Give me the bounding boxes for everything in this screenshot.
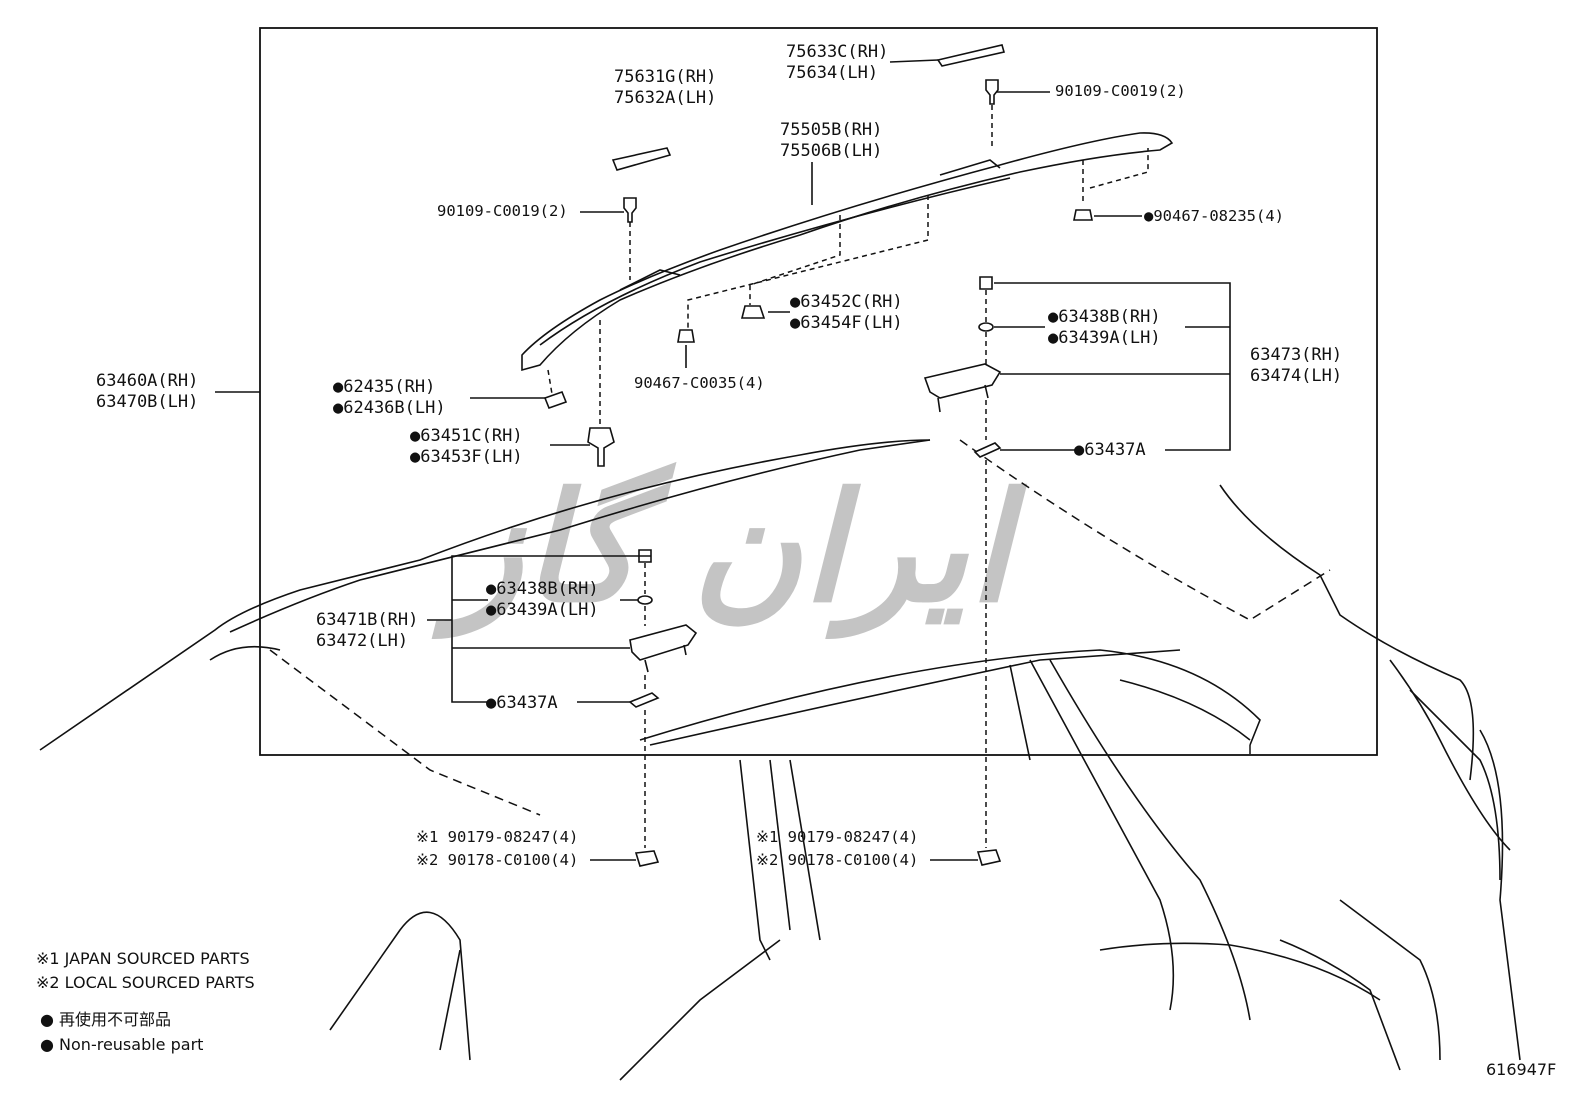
label-90467-c0035: 90467-C0035(4) bbox=[634, 374, 765, 392]
label-line: ●63452C(RH) bbox=[790, 292, 903, 312]
label-line: 75632A(LH) bbox=[614, 88, 716, 108]
label-line: ●90467-08235(4) bbox=[1144, 207, 1284, 225]
seal-right bbox=[973, 442, 1002, 458]
label-line: 63474(LH) bbox=[1250, 366, 1342, 386]
label-line: 90109-C0019(2) bbox=[1055, 82, 1186, 100]
label-line: 75506B(LH) bbox=[780, 141, 882, 161]
label-line: ●63437A bbox=[1074, 440, 1146, 460]
diagram-id: 616947F bbox=[1486, 1060, 1556, 1079]
label-90109-left: 90109-C0019(2) bbox=[437, 202, 568, 220]
car-body-outline bbox=[39, 439, 1521, 1081]
legend: ※1 JAPAN SOURCED PARTS ※2 LOCAL SOURCED … bbox=[36, 949, 255, 1054]
label-63451: ●63451C(RH) ●63453F(LH) bbox=[410, 426, 523, 467]
label-63437-bot: ●63437A bbox=[486, 693, 558, 713]
label-63452: ●63452C(RH) ●63454F(LH) bbox=[790, 292, 903, 333]
label-9017x-left: ※1 90179-08247(4) ※2 90178-C0100(4) bbox=[416, 828, 578, 869]
label-line: ※2 90178-C0100(4) bbox=[416, 851, 578, 869]
roof-rail bbox=[521, 132, 1174, 372]
nut-center bbox=[677, 329, 695, 343]
bracket-right bbox=[923, 363, 1002, 413]
label-line: 90467-C0035(4) bbox=[634, 374, 765, 392]
legend-line-4: ● Non-reusable part bbox=[40, 1035, 203, 1054]
nut-right bbox=[1073, 209, 1093, 221]
seal-left bbox=[628, 692, 660, 708]
bracket-left bbox=[629, 624, 698, 673]
label-75505: 75505B(RH) 75506B(LH) bbox=[780, 120, 882, 161]
clip-63451 bbox=[587, 427, 615, 467]
top-end-cap bbox=[936, 44, 1006, 67]
legend-line-2: ※2 LOCAL SOURCED PARTS bbox=[36, 973, 255, 992]
watermark-text: ایران گاز bbox=[431, 461, 1028, 639]
washer-top-right bbox=[978, 322, 994, 332]
label-62435: ●62435(RH) ●62436B(LH) bbox=[333, 377, 446, 418]
label-75633: 75633C(RH) 75634(LH) bbox=[786, 42, 888, 83]
label-63473: 63473(RH) 63474(LH) bbox=[1250, 345, 1342, 386]
label-63438-bot: ●63438B(RH) ●63439A(LH) bbox=[486, 579, 599, 620]
label-line: ●63438B(RH) bbox=[486, 579, 599, 599]
label-line: 63470B(LH) bbox=[96, 392, 198, 412]
nut-bottom-right bbox=[976, 849, 1002, 866]
label-line: 75631G(RH) bbox=[614, 67, 716, 87]
label-line: 63460A(RH) bbox=[96, 371, 198, 391]
label-63471: 63471B(RH) 63472(LH) bbox=[316, 610, 418, 651]
label-63438-top: ●63438B(RH) ●63439A(LH) bbox=[1048, 307, 1161, 348]
label-line: 63473(RH) bbox=[1250, 345, 1342, 365]
label-90109-top: 90109-C0019(2) bbox=[1055, 82, 1186, 100]
label-line: ※1 90179-08247(4) bbox=[756, 828, 918, 846]
bolt-left bbox=[623, 197, 637, 223]
legend-line-1: ※1 JAPAN SOURCED PARTS bbox=[36, 949, 250, 968]
washer-bottom-left bbox=[637, 595, 653, 605]
label-line: ●62435(RH) bbox=[333, 377, 435, 397]
label-line: ●62436B(LH) bbox=[333, 398, 446, 418]
clip-left bbox=[740, 305, 766, 319]
label-line: 90109-C0019(2) bbox=[437, 202, 568, 220]
legend-line-3: ● 再使用不可部品 bbox=[40, 1010, 171, 1029]
bolt-top-right bbox=[979, 276, 993, 290]
label-line: ●63437A bbox=[486, 693, 558, 713]
label-line: ※2 90178-C0100(4) bbox=[756, 851, 918, 869]
rail-end-cap bbox=[611, 147, 672, 171]
locator-dashes bbox=[547, 105, 1149, 848]
label-line: 63472(LH) bbox=[316, 631, 408, 651]
label-line: ●63453F(LH) bbox=[410, 447, 523, 467]
watermark: ایران گاز bbox=[431, 461, 1028, 639]
label-90467-08235: ●90467-08235(4) bbox=[1144, 207, 1284, 225]
label-line: ●63454F(LH) bbox=[790, 313, 903, 333]
bolt-top bbox=[985, 79, 999, 105]
label-63437-top: ●63437A bbox=[1074, 440, 1146, 460]
label-line: ●63439A(LH) bbox=[1048, 328, 1161, 348]
label-9017x-right: ※1 90179-08247(4) ※2 90178-C0100(4) bbox=[756, 828, 918, 869]
label-line: ●63439A(LH) bbox=[486, 600, 599, 620]
label-line: ※1 90179-08247(4) bbox=[416, 828, 578, 846]
label-75631: 75631G(RH) 75632A(LH) bbox=[614, 67, 716, 108]
label-line: ●63438B(RH) bbox=[1048, 307, 1161, 327]
label-line: 75505B(RH) bbox=[780, 120, 882, 140]
pad-62435 bbox=[543, 390, 568, 410]
label-line: 75634(LH) bbox=[786, 63, 878, 83]
nut-bottom-left bbox=[634, 850, 660, 867]
label-line: 63471B(RH) bbox=[316, 610, 418, 630]
label-line: ●63451C(RH) bbox=[410, 426, 523, 446]
label-63460: 63460A(RH) 63470B(LH) bbox=[96, 371, 198, 412]
label-line: 75633C(RH) bbox=[786, 42, 888, 62]
leader-lines bbox=[215, 59, 1231, 861]
